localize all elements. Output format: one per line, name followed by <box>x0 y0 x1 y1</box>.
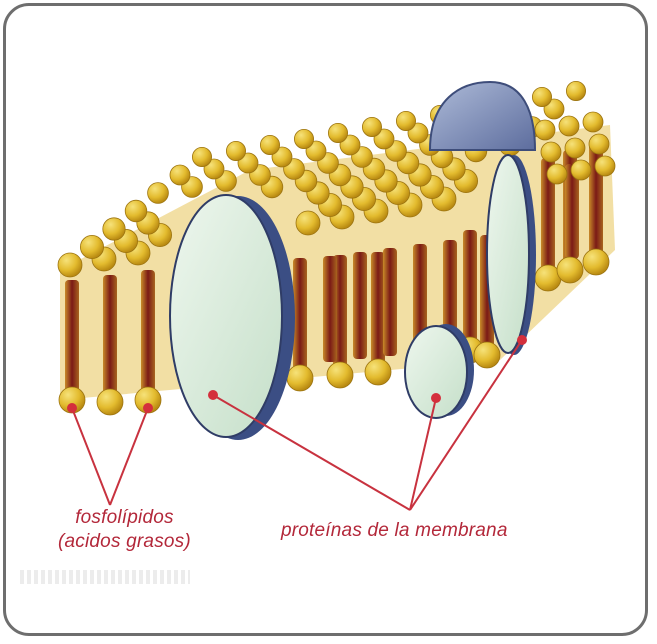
label-phospholipids-line2: (acidos grasos) <box>58 530 191 554</box>
phospholipid-head <box>565 138 585 158</box>
phospholipid-head <box>294 129 313 148</box>
phospholipid-head <box>571 160 591 180</box>
phospholipid-head <box>595 156 615 176</box>
phospholipid-head <box>80 235 103 258</box>
membrane-protein-right <box>487 155 536 355</box>
fatty-acid-tail <box>323 256 337 362</box>
phospholipid-head <box>97 389 123 415</box>
fatty-acid-tail <box>353 252 367 359</box>
phospholipid-head <box>287 365 313 391</box>
membrane-protein-top <box>430 82 535 150</box>
phospholipid-head <box>226 141 245 160</box>
phospholipid-head <box>103 218 125 240</box>
fatty-acid-tail <box>541 170 555 265</box>
membrane-protein-large <box>170 195 295 440</box>
phospholipid-head <box>535 120 555 140</box>
phospholipid-head <box>328 123 347 142</box>
fatty-acid-tail <box>103 275 117 385</box>
fatty-acid-tail <box>371 252 385 364</box>
phospholipid-head <box>125 200 147 222</box>
phospholipid-head <box>547 164 567 184</box>
label-membrane-proteins: proteínas de la membrana <box>281 519 508 543</box>
phospholipid-head <box>170 165 190 185</box>
phospholipid-head <box>396 111 415 130</box>
phospholipid-head <box>192 147 211 166</box>
fatty-acid-tail <box>293 260 307 365</box>
phospholipid-head <box>557 257 583 283</box>
phospholipid-head <box>532 87 551 106</box>
fatty-acid-tail <box>141 270 155 380</box>
phospholipid-head <box>327 362 353 388</box>
fatty-acid-tail <box>463 230 477 342</box>
phospholipid-head <box>260 135 279 154</box>
phospholipid-head <box>589 134 609 154</box>
phospholipid-head <box>474 342 500 368</box>
phospholipid-head <box>148 183 169 204</box>
phospholipid-head <box>566 81 585 100</box>
fatty-acid-tail <box>383 248 397 356</box>
membrane-protein-small <box>405 324 474 418</box>
phospholipid-head <box>583 112 603 132</box>
phospholipid-head <box>559 116 579 136</box>
fatty-acid-tail <box>65 280 79 390</box>
phospholipid-head <box>362 117 381 136</box>
phospholipid-head <box>541 142 561 162</box>
phospholipid-head <box>296 211 320 235</box>
phospholipid-head <box>58 253 82 277</box>
faded-caption-smudge <box>20 570 190 584</box>
label-phospholipids: fosfolípidos (acidos grasos) <box>58 506 191 554</box>
phospholipid-head <box>583 249 609 275</box>
phospholipid-head <box>365 359 391 385</box>
label-phospholipids-line1: fosfolípidos <box>58 506 191 530</box>
